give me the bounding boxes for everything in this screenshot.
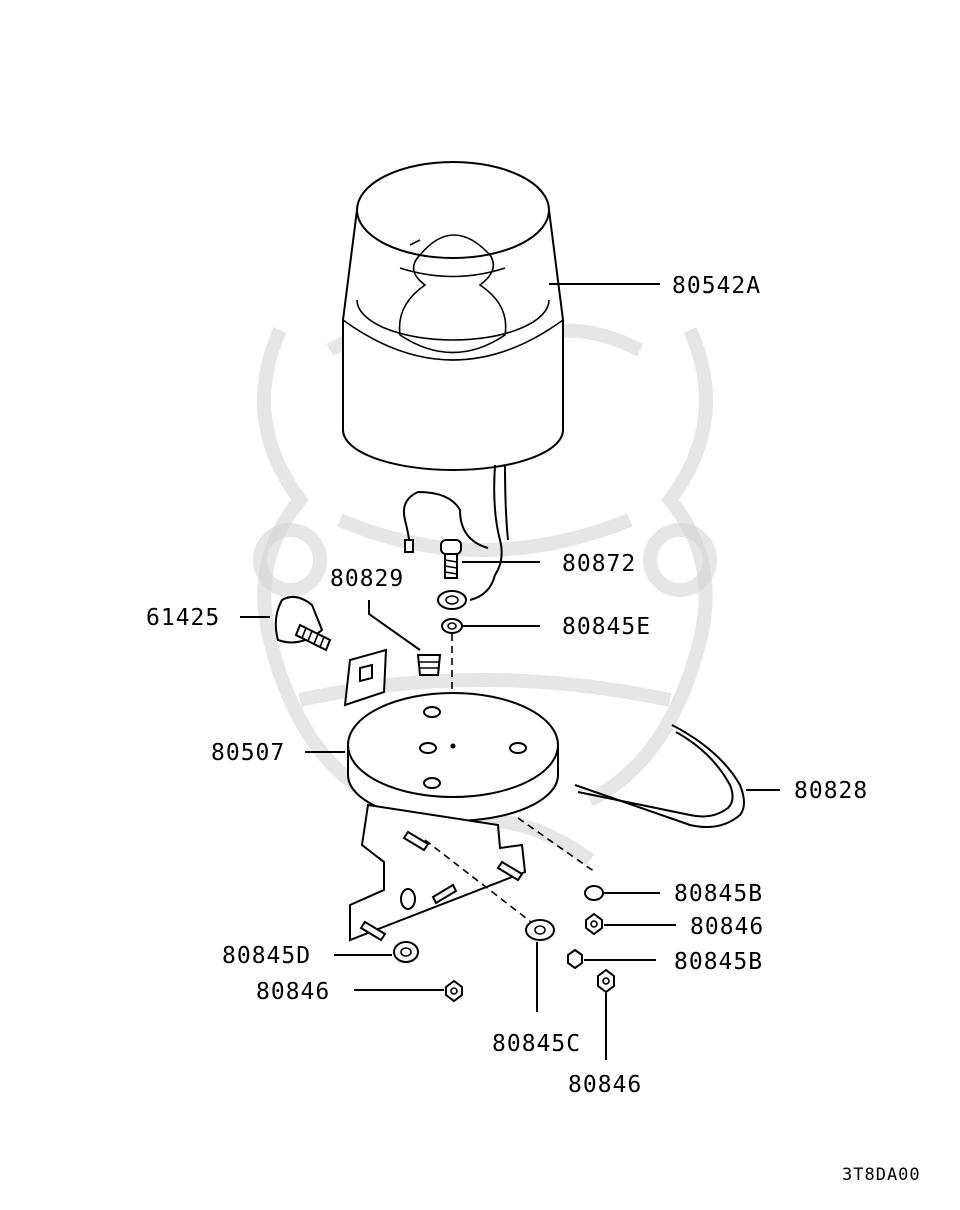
screw-80872	[440, 539, 540, 579]
label-80845B-lower: 80845B	[674, 949, 763, 975]
label-80846-bottom: 80846	[568, 1072, 642, 1098]
beacon-lamp-80542A	[342, 161, 660, 471]
l-bracket	[343, 648, 388, 707]
label-80845B-upper: 80845B	[674, 881, 763, 907]
washer-80845E	[437, 590, 540, 745]
mounting-bracket	[349, 803, 596, 942]
label-80846-left: 80846	[256, 979, 330, 1005]
label-80542A: 80542A	[672, 273, 761, 299]
label-80845C: 80845C	[492, 1031, 581, 1057]
nut-80846-left	[354, 979, 463, 1003]
label-80829: 80829	[330, 566, 404, 592]
label-80845D: 80845D	[222, 943, 311, 969]
diagram-code: 3T8DA00	[842, 1165, 921, 1185]
label-80828: 80828	[794, 778, 868, 804]
nut-80846-bottom	[597, 968, 615, 1060]
rubber-cap-61425	[240, 595, 332, 652]
label-61425: 61425	[146, 605, 220, 631]
washer-80845C	[525, 919, 555, 1012]
part-labels: 80542A 80872 80829 80845E 61425 80507 80…	[146, 273, 921, 1185]
nut-80845B-lower	[567, 948, 656, 970]
cord-strip-80828	[574, 724, 780, 828]
base-plate-80507	[305, 692, 559, 822]
nut-80845B-upper	[584, 885, 660, 901]
label-80846-upper: 80846	[690, 914, 764, 940]
grommet-80829	[368, 600, 442, 676]
label-80507: 80507	[211, 740, 285, 766]
lamp-wires	[402, 464, 509, 601]
washer-80845D	[334, 941, 419, 963]
label-80872: 80872	[562, 551, 636, 577]
nut-80846-upper	[585, 912, 676, 936]
label-80845E: 80845E	[562, 614, 651, 640]
